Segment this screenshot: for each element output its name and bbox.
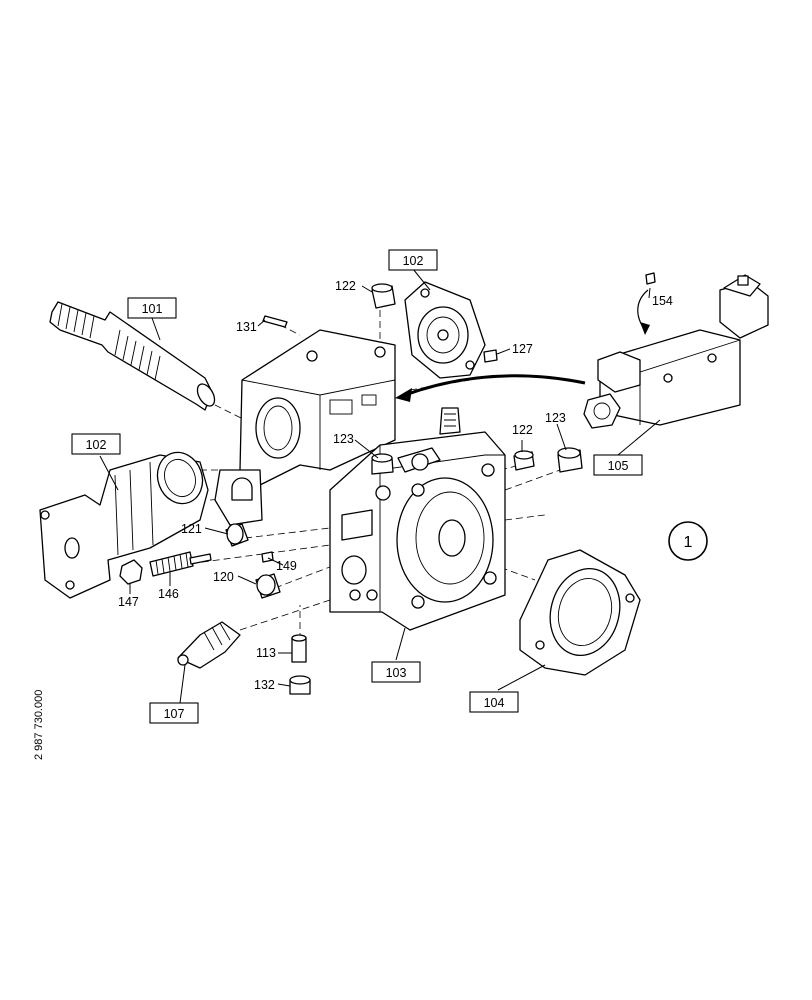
label-101-text: 101 <box>142 302 163 316</box>
part-107-cartridge <box>177 621 241 669</box>
top-fitting <box>439 407 461 435</box>
part-146-spring <box>149 551 212 577</box>
label-101: 101 <box>127 297 177 319</box>
label-123-right: 123 <box>545 411 566 425</box>
part-123-plug-right <box>557 447 583 473</box>
part-147-nut <box>119 559 143 585</box>
part-122-plug-top <box>371 283 396 309</box>
label-105: 105 <box>593 454 643 476</box>
label-102-top: 102 <box>388 249 438 271</box>
label-102-top-text: 102 <box>403 254 424 268</box>
part-154-small-nut <box>637 272 656 335</box>
label-147: 147 <box>118 595 139 609</box>
part-127-screw <box>483 349 498 363</box>
part-102-left-cover <box>39 451 209 599</box>
label-102-left: 102 <box>71 433 121 455</box>
label-120: 120 <box>213 570 234 584</box>
label-104-text: 104 <box>484 696 505 710</box>
label-127: 127 <box>512 342 533 356</box>
label-132: 132 <box>254 678 275 692</box>
part-131-pin <box>262 315 288 328</box>
part-132-plug <box>289 675 311 695</box>
label-107-text: 107 <box>164 707 185 721</box>
label-103-text: 103 <box>386 666 407 680</box>
part-103-pump-body <box>329 431 506 631</box>
curved-arrow <box>395 374 586 402</box>
part-105-solenoid-valve <box>583 274 769 429</box>
part-113-pin <box>291 634 307 663</box>
label-149: 149 <box>276 559 297 573</box>
part-main-housing-block <box>214 329 396 526</box>
label-104: 104 <box>469 691 519 713</box>
label-123-center: 123 <box>333 432 354 446</box>
part-121-plug <box>225 523 249 547</box>
label-154: 154 <box>652 294 673 308</box>
label-121: 121 <box>181 522 202 536</box>
part-122-plug-right <box>513 450 535 471</box>
label-102-left-text: 102 <box>86 438 107 452</box>
view-number-text: 1 <box>684 534 693 551</box>
part-120-plug <box>255 573 281 599</box>
label-131: 131 <box>236 320 257 334</box>
part-102-top-cover <box>404 281 486 379</box>
label-122-top: 122 <box>335 279 356 293</box>
view-number-badge: 1 <box>668 521 708 561</box>
label-122-right: 122 <box>512 423 533 437</box>
part-123-plug-center <box>371 453 394 475</box>
part-104-flange <box>519 549 641 676</box>
label-113: 113 <box>256 646 276 660</box>
part-101-shaft <box>49 301 216 411</box>
label-105-text: 105 <box>608 459 629 473</box>
label-146: 146 <box>158 587 179 601</box>
label-107: 107 <box>149 702 199 724</box>
drawing-number: 2 987 730.000 <box>33 690 45 760</box>
label-103: 103 <box>371 661 421 683</box>
part-149-pin <box>261 551 274 563</box>
leader-lines <box>99 268 661 704</box>
